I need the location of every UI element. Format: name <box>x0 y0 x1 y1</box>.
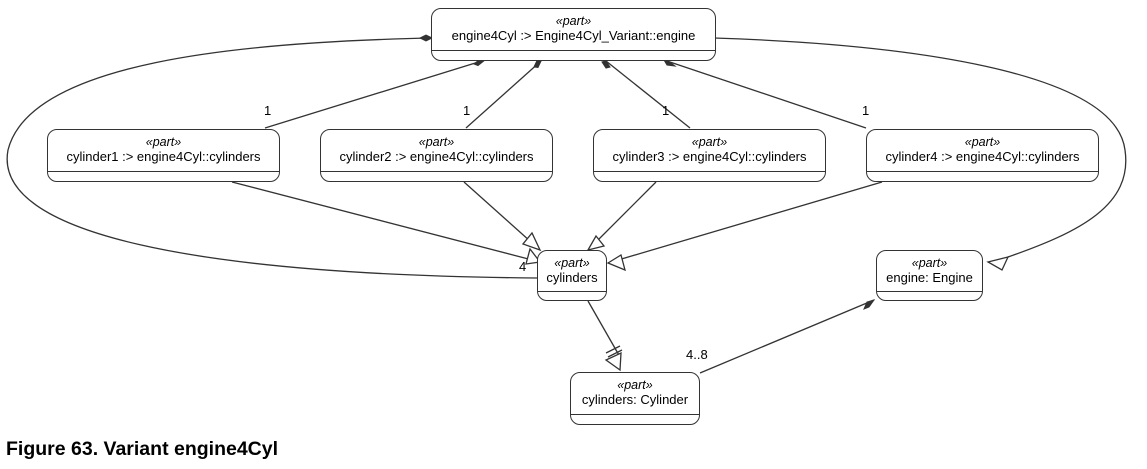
part-cylinder2[interactable]: «part» cylinder2 :> engine4Cyl::cylinder… <box>320 129 553 182</box>
composition-edge-cylinder4 <box>663 59 867 129</box>
subset-edge-cylinder3 <box>587 181 657 251</box>
redefinition-bar-2 <box>607 349 623 358</box>
composition-edge-cylinder3 <box>605 60 691 129</box>
arrow-cylinder1-cylinders <box>525 247 542 265</box>
stereotype-label: «part» <box>555 14 592 28</box>
arrow-cylinder4-cylinders <box>606 253 626 272</box>
compartment-divider <box>432 50 715 51</box>
subset-edge-engine <box>713 37 1127 258</box>
diamond-engine4cyl-cylinder4 <box>662 58 677 67</box>
part-title: cylinder2 :> engine4Cyl::cylinders <box>339 149 534 164</box>
compartment-divider <box>538 291 606 292</box>
arrow-redefinition <box>604 351 622 372</box>
arrow-cylinder2-cylinders <box>521 231 542 252</box>
subset-edge-cylinder1 <box>231 181 541 263</box>
part-cylinder3[interactable]: «part» cylinder3 :> engine4Cyl::cylinder… <box>593 129 826 182</box>
part-cylinder4[interactable]: «part» cylinder4 :> engine4Cyl::cylinder… <box>866 129 1099 182</box>
diamond-engine4cyl-cylinder2 <box>533 59 542 69</box>
composition-edge-cylinder2 <box>465 60 542 129</box>
multiplicity-cylinders: 4 <box>519 259 527 274</box>
arrow-engine4cyl-engine <box>986 256 1010 271</box>
diamond-engine-cylinder <box>863 299 876 310</box>
part-title: engine4Cyl :> Engine4Cyl_Variant::engine <box>451 28 696 43</box>
compartment-divider <box>877 291 982 292</box>
part-engine[interactable]: «part» engine: Engine <box>876 250 983 301</box>
part-title: cylinders: Cylinder <box>581 392 689 407</box>
arrow-cylinder3-cylinders <box>586 234 606 252</box>
compartment-divider <box>594 171 825 172</box>
stereotype-label: «part» <box>691 135 728 149</box>
stereotype-label: «part» <box>911 256 948 270</box>
part-title: cylinder3 :> engine4Cyl::cylinders <box>612 149 807 164</box>
stereotype-label: «part» <box>617 378 653 392</box>
redefinition-bar <box>605 345 621 354</box>
diamond-engine4cyl-cylinders <box>418 34 434 42</box>
stereotype-label: «part» <box>145 135 182 149</box>
multiplicity-cylinder-type: 4..8 <box>686 347 708 362</box>
part-cylinders[interactable]: «part» cylinders <box>537 250 607 301</box>
composition-edge-cylinders <box>6 37 538 279</box>
redefinition-edge <box>587 300 621 358</box>
compartment-divider <box>571 414 699 415</box>
part-title: engine: Engine <box>886 270 973 285</box>
compartment-divider <box>321 171 552 172</box>
part-cylinders-cylinder[interactable]: «part» cylinders: Cylinder <box>570 372 700 425</box>
part-cylinder1[interactable]: «part» cylinder1 :> engine4Cyl::cylinder… <box>47 129 280 182</box>
diamond-engine4cyl-cylinder3 <box>601 60 611 69</box>
part-title: cylinder1 :> engine4Cyl::cylinders <box>66 149 261 164</box>
subset-edge-cylinder4 <box>607 181 883 264</box>
composition-edge-engine-cylinder <box>699 299 875 374</box>
multiplicity-cylinder3: 1 <box>662 103 670 118</box>
compartment-divider <box>48 171 279 172</box>
multiplicity-cylinder1: 1 <box>264 103 272 118</box>
multiplicity-cylinder4: 1 <box>862 103 870 118</box>
composition-edge-cylinder1 <box>264 59 486 129</box>
part-title: cylinders <box>546 270 598 285</box>
stereotype-label: «part» <box>554 256 590 270</box>
stereotype-label: «part» <box>964 135 1001 149</box>
part-title: cylinder4 :> engine4Cyl::cylinders <box>885 149 1080 164</box>
compartment-divider <box>867 171 1098 172</box>
stereotype-label: «part» <box>418 135 455 149</box>
part-engine4cyl[interactable]: «part» engine4Cyl :> Engine4Cyl_Variant:… <box>431 8 716 61</box>
figure-caption: Figure 63. Variant engine4Cyl <box>6 438 279 460</box>
multiplicity-cylinder2: 1 <box>463 103 471 118</box>
